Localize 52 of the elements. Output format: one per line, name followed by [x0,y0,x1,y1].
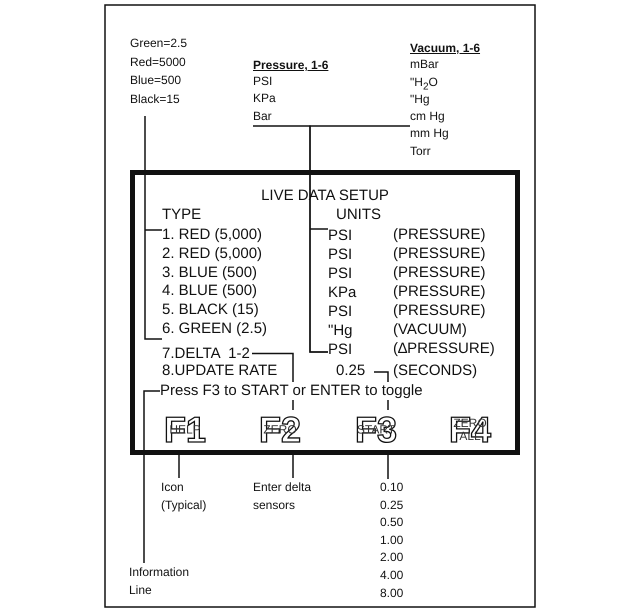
list-item: cm Hg [410,108,446,126]
display-screen [130,170,520,455]
list-item: 3. BLUE (500) [162,264,258,282]
list-item: 6. GREEN (2.5) [162,320,268,339]
list-item: Black=15 [130,91,181,108]
unit-kind-text: (PRESSURE) [393,283,486,301]
list-item: mBar [410,56,440,74]
unit-kind-text: (VACUUM) [393,321,467,339]
list-item: KPa [253,90,277,108]
list-item: PSI [253,73,274,90]
list-item: PSI [328,302,354,321]
list-item: 1. RED (5,000) [162,226,264,245]
list-item: mm Hg [410,125,450,142]
list-item: "Hg [328,321,354,340]
list-item: Torr [410,142,432,160]
list-item: Green=2.5 [130,35,188,52]
list-item: KPa [328,283,358,302]
unit-kind-text: (PRESSURE) [393,226,486,244]
callout-text: Information Line [129,563,204,599]
callout-text: Icon (Typical) [161,478,223,514]
list-heading: Vacuum, 1-6 [410,40,480,57]
list-item: 8.00 [380,584,404,602]
list-item: "H$_{2}$O [410,74,439,91]
leader-line [143,390,160,563]
leader-line [144,115,163,340]
column-heading: UNITS [336,206,381,224]
list-item: Red=5000 [130,54,187,71]
list-item: 4. BLUE (500) [162,282,258,302]
callout-text: Enter delta sensors [253,478,333,514]
list-heading: Pressure, 1-6 [253,57,328,74]
list-item: PSI [328,340,354,359]
list-item: 0.25 [380,496,404,514]
list-item: 5. BLACK (15) [162,301,260,320]
unit-kind-text: (PRESSURE) [393,264,486,282]
list-item: 2.00 [380,549,404,566]
leader-line [309,125,410,353]
list-item: 0.50 [380,514,404,532]
list-item: PSI [328,245,354,264]
unit-kind-text: (∆PRESSURE) [393,340,495,358]
list-item: PSI [328,226,354,245]
unit-kind-text: (PRESSURE) [393,302,486,320]
list-item: PSI [328,264,354,283]
list-item: "Hg [410,90,431,108]
list-item: Blue=500 [130,72,182,90]
list-item: 0.10 [380,479,404,496]
column-heading: TYPE [162,206,202,224]
list-item: 2. RED (5,000) [162,244,264,264]
unit-kind-text: (SECONDS) [393,362,478,380]
list-item: 4.00 [380,566,404,584]
unit-kind-text: (PRESSURE) [393,245,486,263]
list-item: Bar [253,108,273,125]
list-item: 1.00 [380,532,404,549]
